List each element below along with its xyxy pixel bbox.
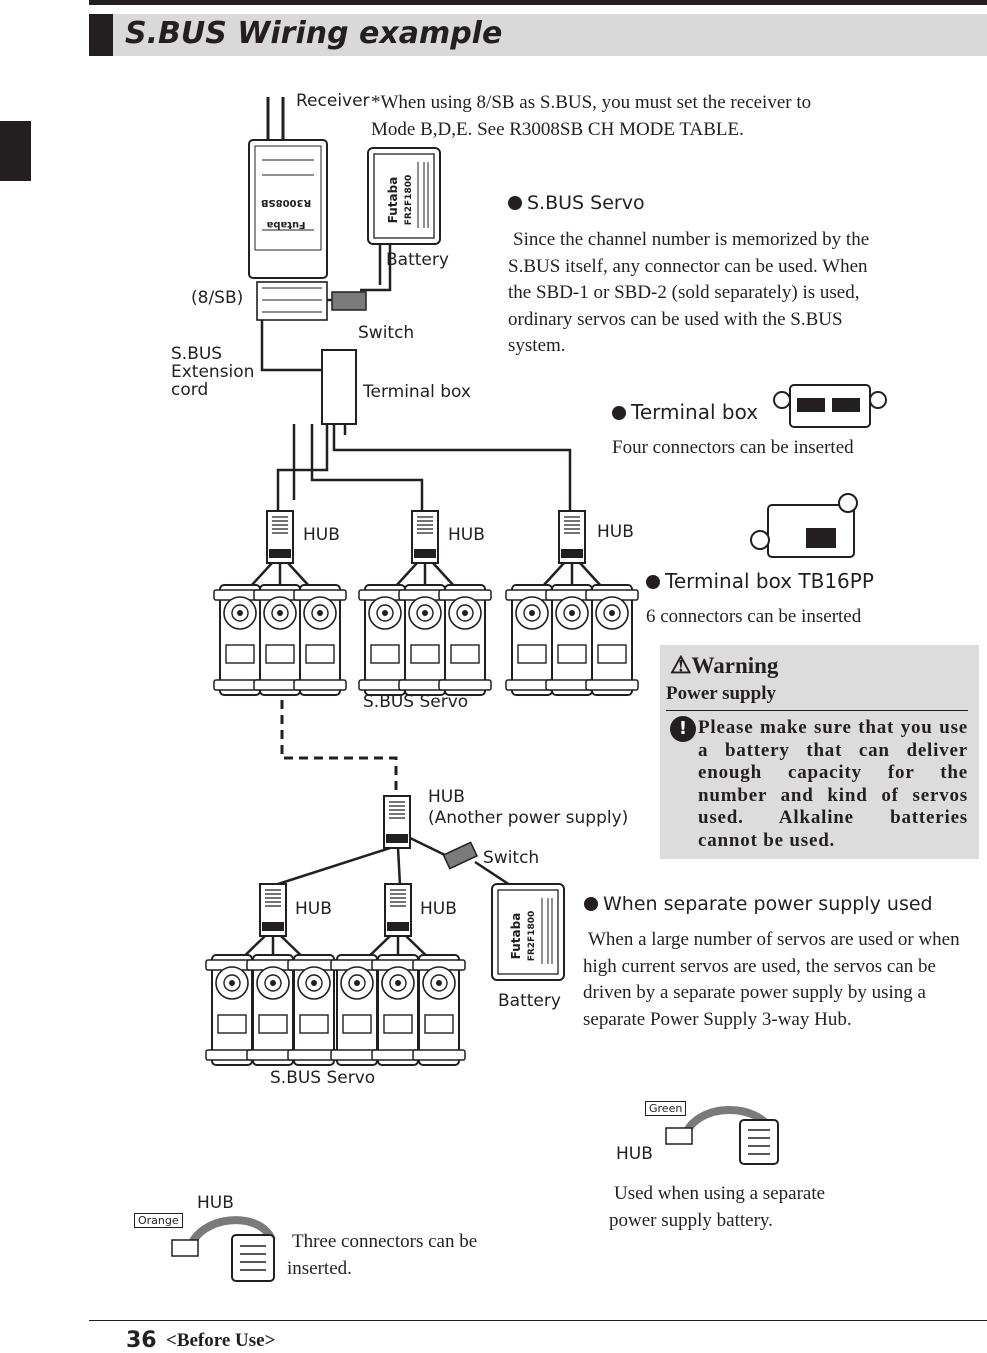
footer-rule <box>89 1320 987 1321</box>
battery-model-text: FR2F1800 <box>404 175 414 226</box>
section-title-bar: S.BUS Wiring example <box>89 14 987 56</box>
side-tab <box>0 121 31 181</box>
battery-label: Battery <box>386 250 449 270</box>
terminal-box-heading: Terminal box <box>612 400 758 424</box>
hub-label-3: HUB <box>597 522 634 542</box>
switch2-label: Switch <box>483 848 540 868</box>
battery-brand-text: Futaba <box>386 177 400 224</box>
page-title: S.BUS Wiring example <box>125 16 503 51</box>
receiver-label: Receiver <box>296 91 370 111</box>
page-number: 36 <box>126 1328 157 1353</box>
warning-title: ⚠Warning <box>670 653 779 679</box>
warning-subtitle: Power supply <box>666 683 776 704</box>
hub-label-1: HUB <box>303 525 340 545</box>
battery2-brand-text: Futaba <box>509 913 523 960</box>
top-rule <box>89 0 987 5</box>
footer-section: <Before Use> <box>166 1330 276 1351</box>
warning-triangle-icon: ⚠ <box>670 653 692 679</box>
hub-green-icon <box>665 1106 779 1165</box>
sbus-servo-label: S.BUS Servo <box>363 692 469 712</box>
terminal-box-icon <box>321 349 357 425</box>
receiver-brand-text: Futaba <box>267 219 306 230</box>
battery2-label: Battery <box>498 991 561 1011</box>
battery2-model-text: FR2F1800 <box>527 911 537 962</box>
note-line-1: *When using 8/SB as S.BUS, you must set … <box>371 92 812 113</box>
terminal-box-text: Four connectors can be inserted <box>612 437 854 458</box>
switch-label: Switch <box>358 323 415 343</box>
receiver-model-text: R3008SB <box>261 197 311 208</box>
hub-label-2: HUB <box>448 525 485 545</box>
tb16pp-heading: Terminal box TB16PP <box>646 569 874 593</box>
hub-label-4: HUB <box>295 899 332 919</box>
receiver-icon <box>248 97 328 321</box>
switch2-icon <box>442 841 478 870</box>
hub-green-text: Used when using a separate power supply … <box>609 1183 826 1231</box>
servo-heading: S.BUS Servo <box>508 192 645 214</box>
warning-box: ⚠Warning Power supply ! Please make sure… <box>660 645 979 859</box>
separate-power-heading: When separate power supply used <box>584 893 933 915</box>
separate-power-text: When a large number of servos are used o… <box>583 929 960 1030</box>
sbus-servo2-label: S.BUS Servo <box>270 1068 376 1088</box>
hub-another-label: HUB <box>428 787 465 807</box>
hub-another-power-label: (Another power supply) <box>428 808 629 828</box>
note-line-2: Mode B,D,E. See R3008SB CH MODE TABLE. <box>371 119 744 140</box>
port-label: (8/SB) <box>191 288 244 308</box>
hub-orange-text: Three connectors can be inserted. <box>287 1231 478 1279</box>
green-tag: Green <box>645 1101 687 1116</box>
switch-icon <box>331 291 367 311</box>
terminal-box-label: Terminal box <box>363 382 471 402</box>
hub-orange-label: HUB <box>197 1193 234 1213</box>
terminal-box-photo-icon <box>773 384 887 428</box>
tb16pp-text: 6 connectors can be inserted <box>646 606 862 627</box>
hub-orange-icon <box>171 1216 276 1282</box>
orange-tag: Orange <box>134 1213 183 1228</box>
warning-body: Please make sure that you use a battery … <box>698 717 968 851</box>
servo-text: Since the channel number is memorized by… <box>508 229 870 356</box>
exclamation-icon: ! <box>670 716 696 742</box>
tb16pp-icon <box>750 493 858 558</box>
hub-green-label: HUB <box>616 1144 653 1164</box>
hub-label-5: HUB <box>420 899 457 919</box>
